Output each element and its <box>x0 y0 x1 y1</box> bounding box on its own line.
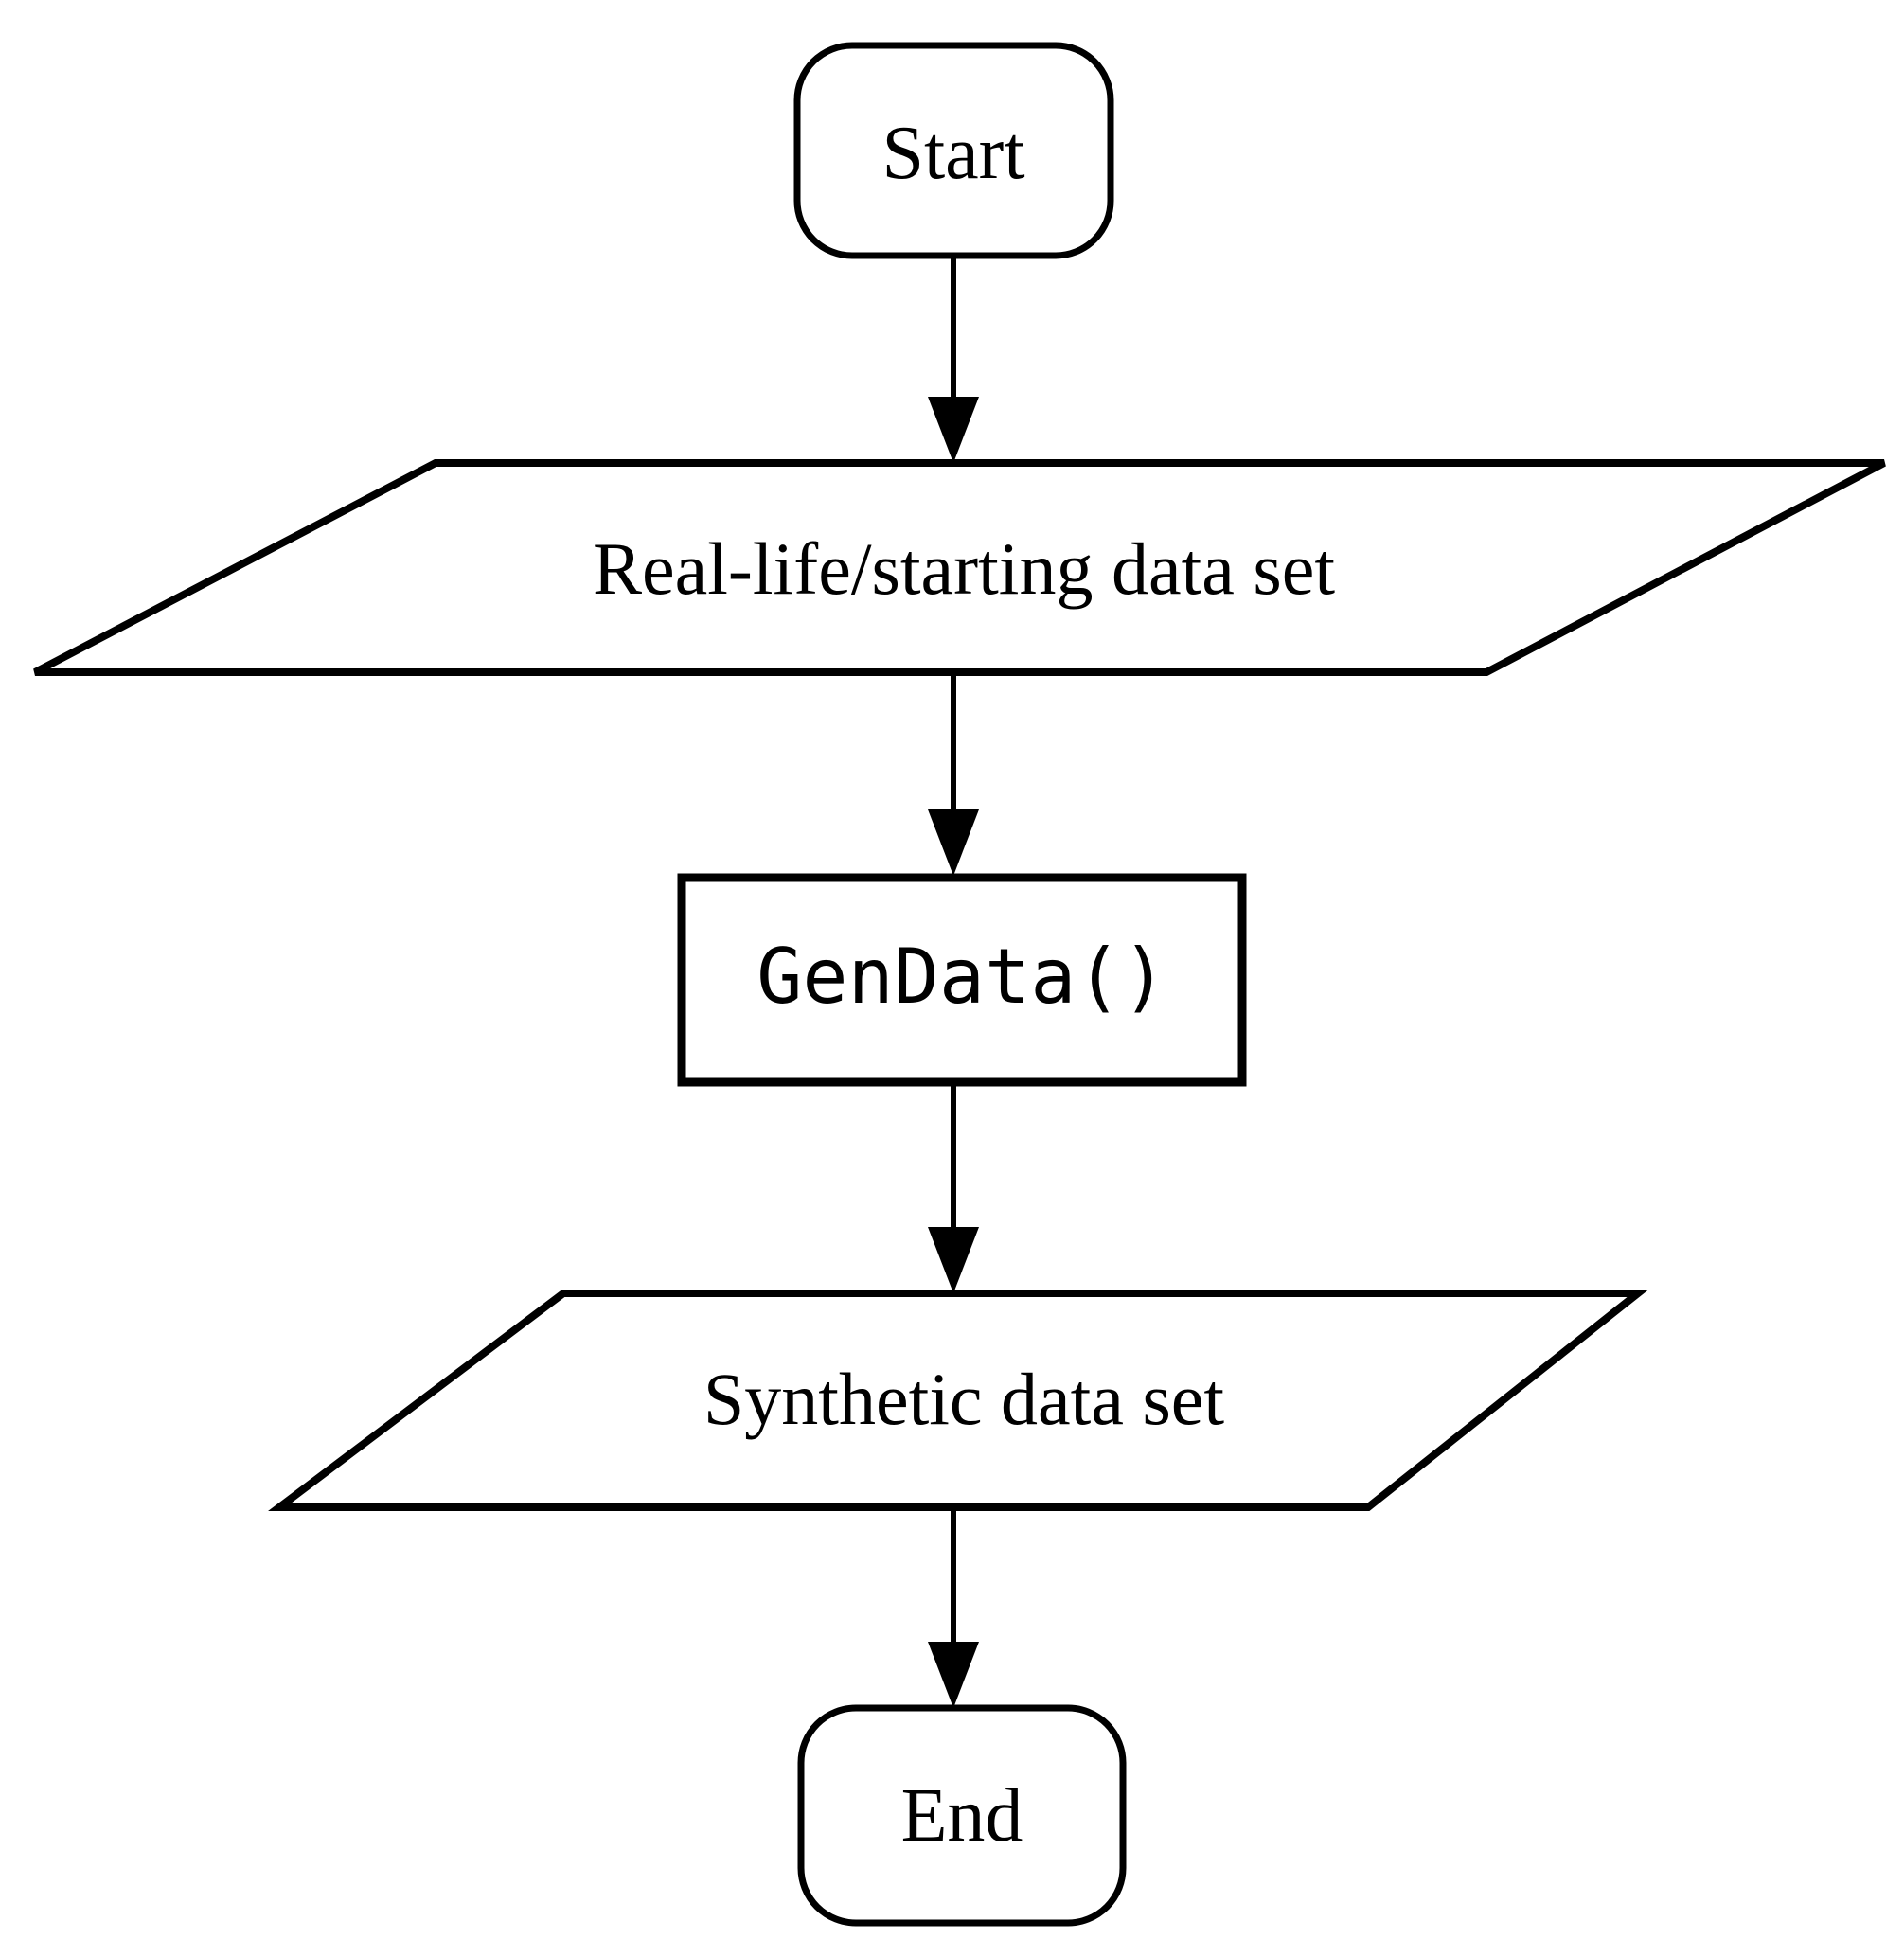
output-dataset-label: Synthetic data set <box>703 1358 1225 1440</box>
start-terminator-shape <box>793 42 1114 259</box>
input-parallelogram-shape <box>33 459 1886 676</box>
arrowhead-down-icon <box>928 397 979 463</box>
end-node-label: End <box>900 1774 1023 1858</box>
arrowhead-down-icon <box>928 1227 979 1293</box>
output-parallelogram-shape <box>268 1290 1649 1511</box>
input-dataset-label: Real-life/starting data set <box>592 527 1336 610</box>
start-node-label: Start <box>881 112 1025 195</box>
process-rect-shape <box>677 873 1247 1087</box>
arrowhead-down-icon <box>928 1642 979 1708</box>
arrowhead-down-icon <box>928 809 979 876</box>
end-terminator-shape <box>797 1704 1127 1927</box>
gendata-process-label: GenData() <box>756 933 1167 1021</box>
